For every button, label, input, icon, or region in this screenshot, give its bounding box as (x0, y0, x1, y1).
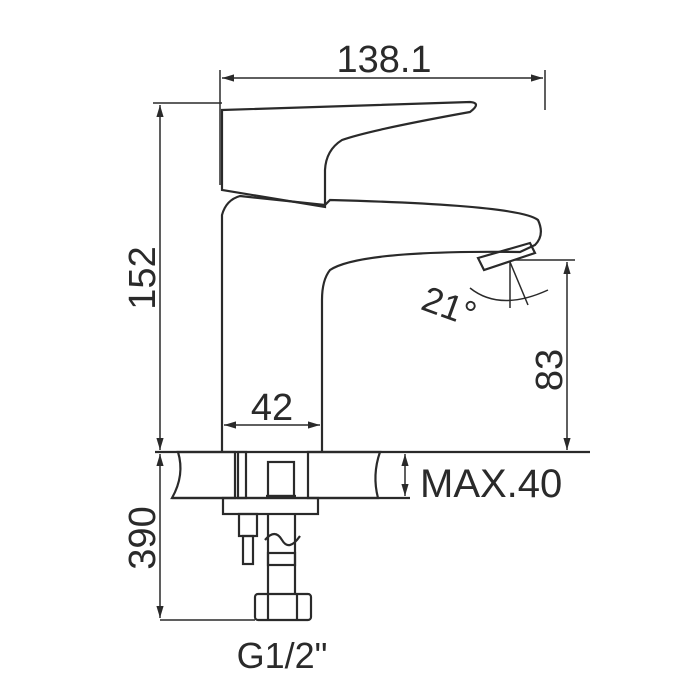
dim-label-max40: MAX.40 (420, 462, 562, 506)
dimension-overall-height: 152 (122, 102, 222, 450)
aerator (476, 241, 537, 272)
dim-label-83: 83 (529, 349, 571, 391)
countertop-section: MAX.40 (155, 450, 590, 506)
mounting-hardware (221, 496, 320, 622)
dim-label-390: 390 (122, 506, 164, 569)
dim-label-152: 152 (122, 246, 164, 309)
faucet-body (220, 100, 542, 452)
dim-label-42: 42 (251, 387, 293, 429)
dim-label-21deg: 21° (417, 278, 482, 335)
faucet-handle (220, 100, 478, 209)
dimension-overall-width: 138.1 (219, 39, 546, 185)
dimension-below-counter: 390 G1/2" (122, 454, 327, 676)
dimension-spout-height: 83 (515, 259, 575, 450)
dimension-spout-angle: 21° (417, 261, 549, 335)
dim-label-138: 138.1 (336, 39, 431, 81)
dimension-base-width: 42 (224, 387, 320, 429)
thread-label: G1/2" (237, 635, 328, 676)
